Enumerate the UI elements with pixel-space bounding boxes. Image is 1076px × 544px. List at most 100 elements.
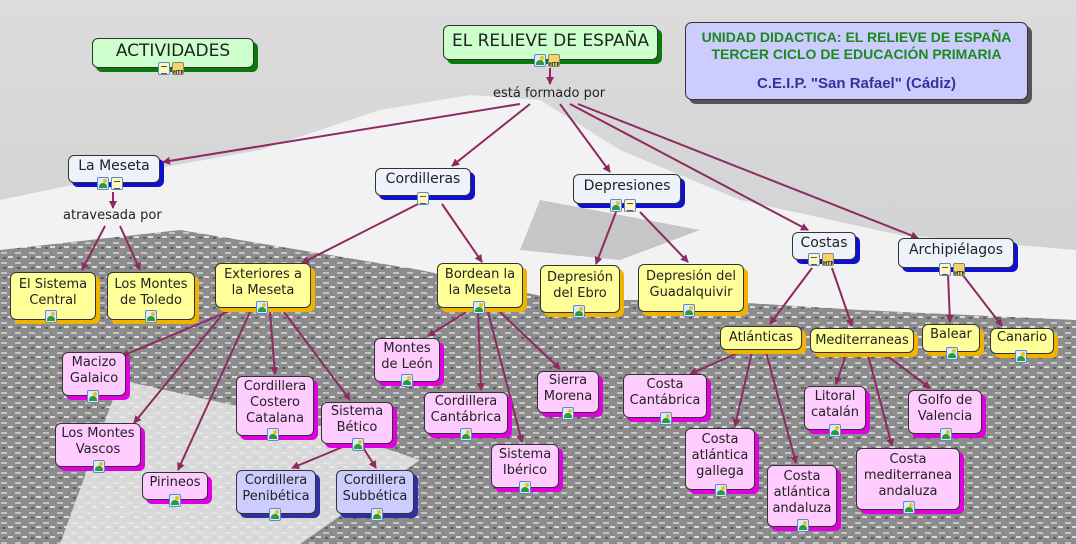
concept-label: La Meseta [78, 158, 150, 174]
document-icon[interactable] [939, 263, 951, 276]
html-icon[interactable]: HTML [822, 253, 834, 266]
activities-label: ACTIVIDADES [115, 41, 231, 61]
resource-icons [797, 519, 809, 532]
concept-label: Cordillera Subbética [342, 473, 408, 504]
resource-icons [371, 508, 383, 521]
image-icon[interactable] [797, 519, 809, 532]
image-icon[interactable] [269, 508, 281, 521]
html-icon[interactable]: HTML [548, 54, 560, 67]
info-line-3: C.E.I.P. "San Rafael" (Cádiz) [757, 75, 956, 92]
concept-node-cantabrica[interactable]: Cordillera Cantábrica [424, 392, 508, 434]
resource-icons [169, 494, 181, 507]
concept-label: Depresiones [583, 178, 671, 194]
document-icon[interactable] [624, 199, 636, 212]
image-icon[interactable] [534, 54, 546, 67]
concept-node-atlanticas[interactable]: Atlánticas [720, 326, 802, 350]
document-icon[interactable] [158, 62, 170, 75]
concept-label: Cordillera Cantábrica [430, 394, 502, 425]
resource-icons [473, 301, 485, 314]
image-icon[interactable] [87, 390, 99, 403]
image-icon[interactable] [660, 412, 672, 425]
image-icon[interactable] [573, 305, 585, 318]
concept-node-litoral-catalan[interactable]: Litoral catalán [804, 386, 866, 430]
connection-arrow [769, 267, 813, 325]
concept-node-meseta[interactable]: La Meseta [68, 155, 160, 183]
image-icon[interactable] [460, 428, 472, 441]
connection-arrow [639, 211, 689, 263]
concept-node-guadalquivir[interactable]: Depresión del Guadalquivir [638, 264, 744, 312]
image-icon[interactable] [97, 177, 109, 190]
concept-node-mediterraneas[interactable]: Mediterraneas [810, 328, 914, 353]
concept-label: Pirineos [149, 475, 201, 490]
concept-node-exteriores[interactable]: Exteriores a la Meseta [215, 263, 311, 308]
resource-icons [269, 508, 281, 521]
image-icon[interactable] [610, 199, 622, 212]
concept-label: Golfo de Valencia [917, 393, 973, 424]
document-icon[interactable] [808, 253, 820, 266]
html-icon[interactable]: HTML [172, 62, 184, 75]
concept-node-sistema-betico[interactable]: Sistema Bético [321, 402, 393, 444]
resource-icons [267, 428, 279, 441]
image-icon[interactable] [93, 460, 105, 473]
resource-icons [145, 310, 157, 323]
image-icon[interactable] [473, 301, 485, 314]
concept-label: Mediterraneas [815, 332, 909, 348]
resource-icons: HTML [939, 263, 965, 276]
concept-node-iberico[interactable]: Sistema Ibérico [491, 444, 559, 488]
document-icon[interactable] [111, 177, 123, 190]
image-icon[interactable] [829, 424, 841, 437]
concept-node-costa-gallega[interactable]: Costa atlántica gallega [685, 428, 755, 490]
resource-icons [562, 407, 574, 420]
html-icon[interactable]: HTML [953, 263, 965, 276]
image-icon[interactable] [169, 494, 181, 507]
resource-icons [610, 199, 636, 212]
image-icon[interactable] [903, 501, 915, 514]
image-icon[interactable] [352, 438, 364, 451]
concept-label: El Sistema Central [18, 277, 88, 308]
concept-label: Los Montes de Toledo [114, 277, 188, 308]
image-icon[interactable] [256, 301, 268, 314]
image-icon[interactable] [1015, 350, 1027, 363]
concept-node-sistema-central[interactable]: El Sistema Central [10, 272, 96, 320]
concept-node-costero-catalana[interactable]: Cordillera Costero Catalana [236, 376, 314, 436]
concept-label: Litoral catalán [811, 389, 859, 420]
connection-arrow [119, 225, 141, 271]
concept-node-costa-atl-andaluza[interactable]: Costa atlántica andaluza [767, 465, 837, 527]
resource-icons [829, 424, 841, 437]
image-icon[interactable] [946, 347, 958, 360]
connection-arrow [291, 445, 346, 470]
image-icon[interactable] [145, 310, 157, 323]
connection-arrow [162, 103, 521, 165]
resource-icons [683, 304, 695, 317]
concept-node-ebro[interactable]: Depresión del Ebro [540, 265, 620, 313]
resource-icons: HTML [808, 253, 834, 266]
concept-node-canario[interactable]: Canario [990, 328, 1054, 354]
concept-node-penibetica[interactable]: Cordillera Penibética [236, 470, 316, 514]
image-icon[interactable] [267, 428, 279, 441]
connection-arrow [961, 273, 1003, 327]
image-icon[interactable] [715, 484, 727, 497]
image-icon[interactable] [371, 508, 383, 521]
info-line-1: UNIDAD DIDACTICA: EL RELIEVE DE ESPAÑA [701, 29, 1012, 45]
concept-label: Los Montes Vascos [61, 426, 135, 457]
connection-arrow [133, 309, 227, 424]
title-resources: HTML [534, 54, 560, 67]
image-icon[interactable] [519, 481, 531, 494]
image-icon[interactable] [562, 407, 574, 420]
image-icon[interactable] [45, 310, 57, 323]
image-icon[interactable] [683, 304, 695, 317]
concept-label: Depresión del Guadalquivir [646, 269, 736, 300]
image-icon[interactable] [940, 428, 952, 441]
connection-arrow [885, 354, 931, 389]
concept-node-costa-med-andaluza[interactable]: Costa mediterranea andaluza [856, 448, 960, 510]
document-icon[interactable] [417, 192, 429, 205]
concept-node-subbetica[interactable]: Cordillera Subbética [336, 470, 414, 514]
concept-label: Balear [930, 327, 972, 342]
resource-icons [660, 412, 672, 425]
image-icon[interactable] [401, 374, 413, 387]
connection-arrow [441, 203, 483, 263]
concept-node-archipielagos[interactable]: Archipiélagos [898, 238, 1014, 268]
concept-label: Cordillera Costero Catalana [243, 379, 307, 426]
concept-node-golfo-valencia[interactable]: Golfo de Valencia [908, 390, 982, 434]
concept-label: Atlánticas [728, 330, 794, 345]
